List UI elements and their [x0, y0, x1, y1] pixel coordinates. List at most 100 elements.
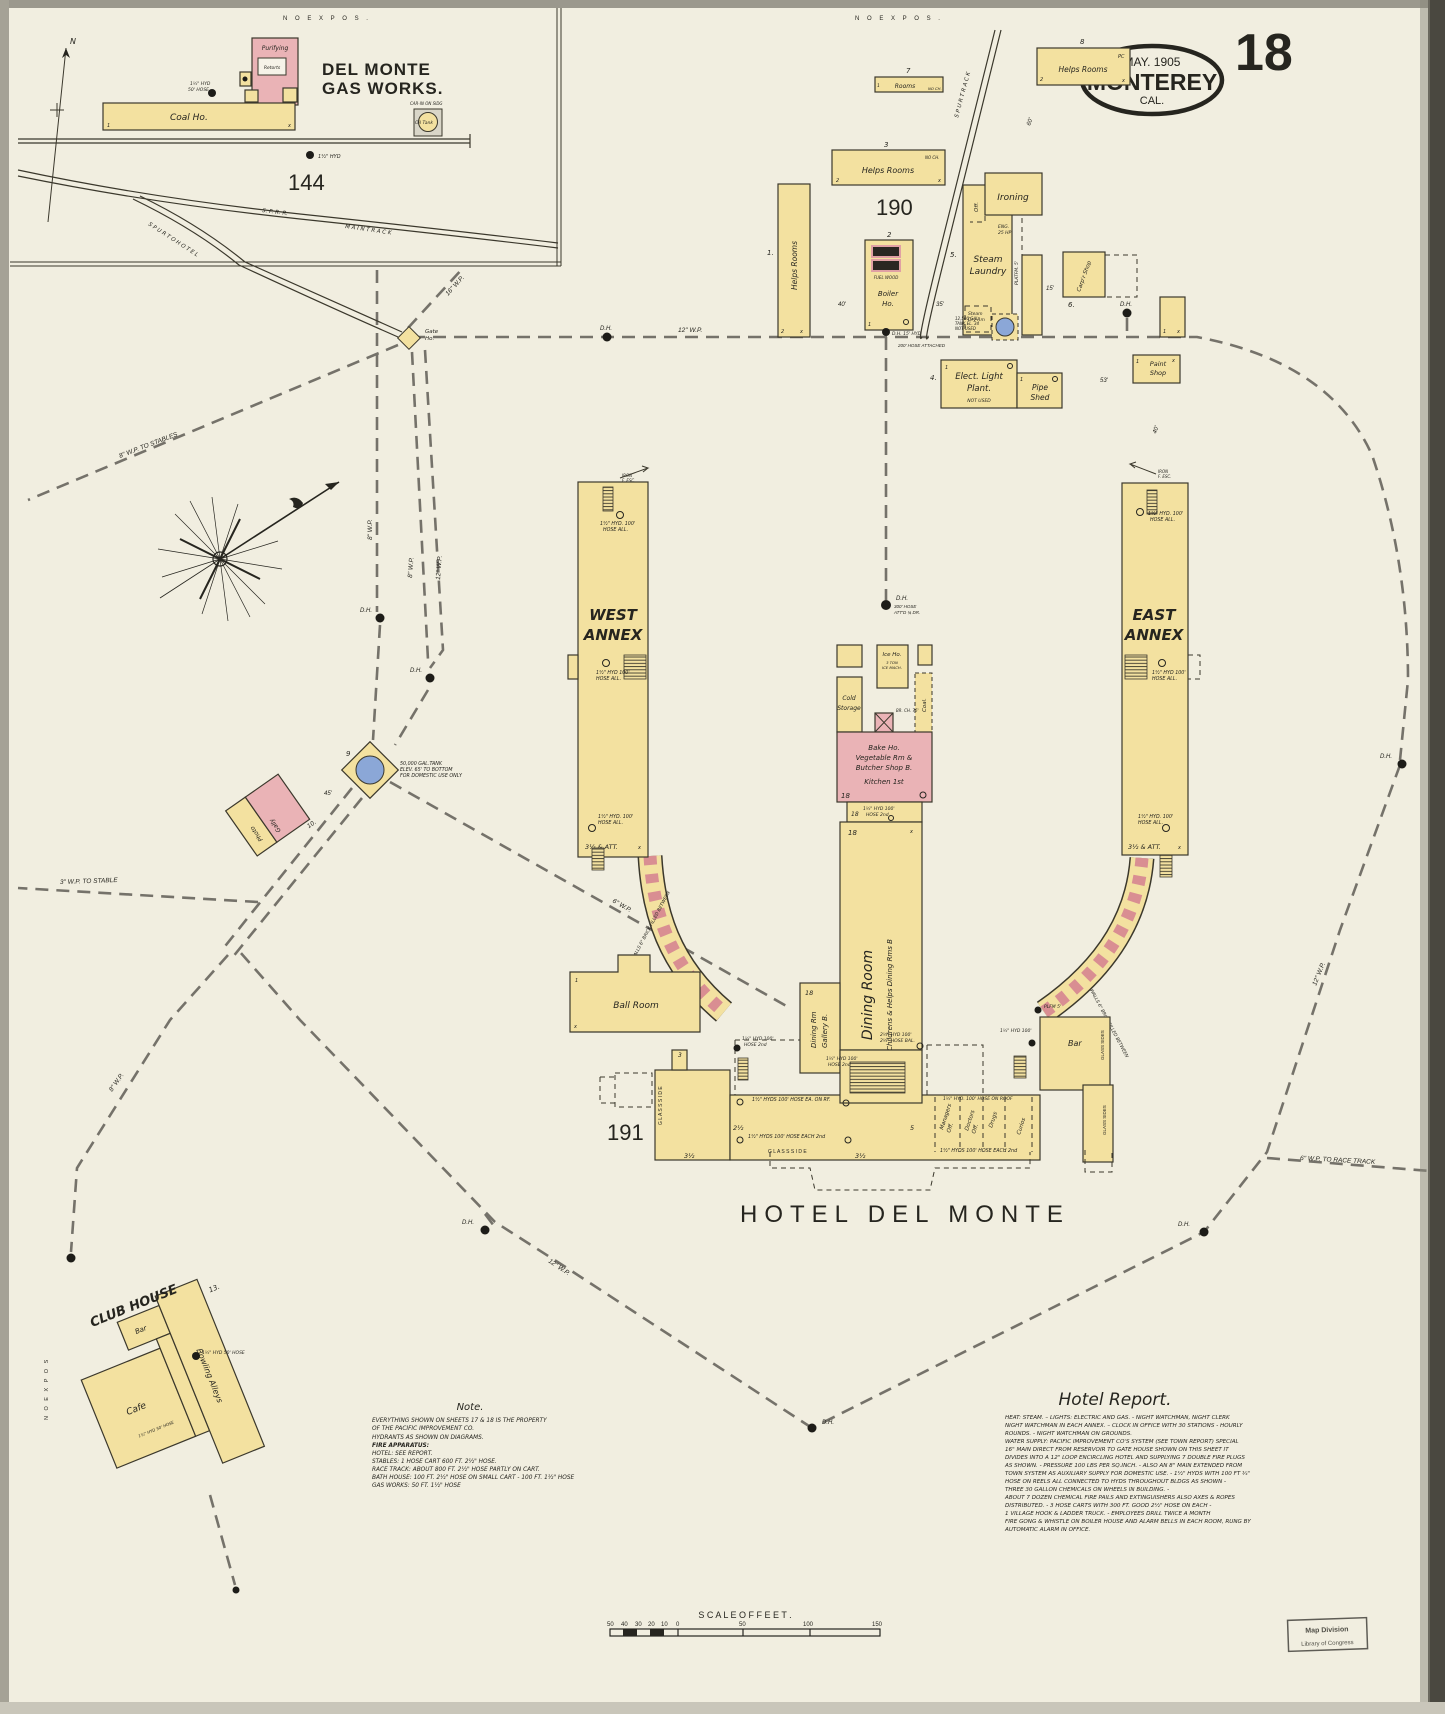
dh-label: D.H.	[600, 326, 612, 332]
dh-label: D.H.	[462, 1220, 474, 1226]
scale-tick: 40	[621, 1622, 628, 1628]
hyd-note: 1½" HYD 100'	[1152, 669, 1186, 676]
attic-note: 3½ & ATT.	[1128, 843, 1161, 851]
floor-num: 2	[1040, 77, 1043, 83]
oil-tank-note: CAR-IN ON SIDG	[410, 101, 443, 106]
floor-18: 18	[841, 792, 850, 800]
retorts-room	[257, 57, 287, 76]
title-state: CAL.	[1140, 95, 1164, 107]
hyd-note: HOSE ALL.	[1150, 517, 1175, 523]
hyd-note: 50' HOSE	[188, 87, 209, 93]
attic-note: 3½ & ATT.	[585, 843, 618, 851]
scale-tick: 10	[661, 1622, 668, 1628]
spur-track-label: S P U R T R A C K	[954, 71, 972, 118]
ice-house-label: Ice Ho.	[882, 652, 901, 658]
floor-num: 2	[781, 329, 784, 335]
dh-label: D.H.	[1178, 1222, 1190, 1228]
hyd-note: 2½" HYD 100'	[880, 1031, 912, 1038]
ball-room-label: Ball Room	[613, 1001, 659, 1011]
kitchen-building	[836, 731, 933, 803]
platform-label: PLATFM. 5'	[1014, 261, 1020, 285]
fire-escape-note: IRON	[1158, 469, 1168, 474]
retorts-label: Retorts	[264, 65, 281, 71]
dist: 35'	[936, 302, 945, 308]
floor-18: 18	[848, 829, 857, 837]
gate-house: Gate Ho.	[396, 325, 439, 351]
scale-tick: 30	[635, 1622, 642, 1628]
steam-laundry-label: Steam	[973, 255, 1002, 265]
gallery-label: Gallery B.	[821, 1014, 829, 1048]
pipe-shed: Pipe Shed 1	[1016, 372, 1063, 409]
report-line: TOWN SYSTEM AS AUXILIARY SUPPLY FOR DOME…	[1005, 1470, 1250, 1477]
tank-note: NOT USED	[955, 326, 976, 331]
hyd-note: 1½" HYD 100'	[596, 669, 630, 676]
platform-note: PLFM 5'	[1044, 1004, 1061, 1010]
no-ch-note: NO CH.	[925, 155, 939, 160]
steam-laundry: Off. Ironing ENG. 25 HP 5. Steam Laundry…	[950, 172, 1043, 336]
block-number-191: 191	[607, 1120, 644, 1145]
bldg-num: 7	[906, 67, 911, 75]
east-annex-label: ANNEX	[1124, 626, 1185, 644]
east-annex: 1½" HYD. 100' HOSE ALL. EAST ANNEX 1½" H…	[1121, 461, 1201, 878]
small-room	[917, 644, 933, 666]
dining-gallery: 18 Dining Rm Gallery B.	[799, 982, 841, 1074]
pipe-label-12wp: 12" W.P.	[678, 327, 703, 334]
note-line: STABLES: 1 HOSE CART 600 FT. 2½" HOSE.	[372, 1458, 497, 1465]
x-mark: x	[637, 845, 641, 851]
hyd-note: HOSE ALL.	[1152, 676, 1177, 682]
cold-storage-label: Storage	[837, 705, 861, 712]
tank-note: 12,500 GAL	[955, 316, 978, 321]
x-mark: x	[1177, 845, 1181, 851]
hyd-note: D.H. 15' HYD	[892, 331, 922, 337]
pipe-label-8wp-club: 8" W.P.	[108, 1072, 126, 1093]
report-line: 1 VILLAGE HOOK & LADDER TRUCK. - EMPLOYE…	[1005, 1511, 1211, 1517]
dh-label: D.H.	[896, 596, 908, 602]
hyd-note: 1½" HYD. 100'	[600, 520, 635, 527]
office-label: Off.	[974, 202, 980, 212]
curios-label: Curios	[1016, 1117, 1027, 1135]
block-number-190: 190	[876, 195, 913, 220]
boiler-house-label: Ho.	[882, 300, 894, 308]
tank-note: ELEV. 65' TO BOTTOM	[400, 767, 453, 773]
dh-label: D.H.	[1380, 754, 1392, 760]
drugs-label: Drugs	[988, 1111, 999, 1129]
inset-title-line1: DEL MONTE	[322, 60, 431, 79]
dry-room-label: Steam	[968, 311, 983, 317]
gate-house-label: Gate	[425, 329, 439, 335]
scale-tick: 50	[607, 1622, 614, 1628]
note-line: RACE TRACK: ABOUT 800 FT. 2½" HOSE PARTL…	[372, 1466, 540, 1473]
scale-tick: 20	[648, 1622, 655, 1628]
hyd-note: 1½" HYD. 100'	[598, 813, 633, 820]
dh-label: D.H.	[360, 608, 372, 614]
dh-label: D.H.	[822, 1420, 834, 1426]
spur-road	[238, 261, 403, 338]
helps-rooms-label: Helps Rooms	[1059, 65, 1108, 74]
pipe-label-8wp-pair: 8" W.P.	[407, 557, 415, 578]
dining-room: 18 x Dining Room Childrens & Helps Dinin…	[839, 821, 923, 1051]
steam-laundry-label: Laundry	[970, 267, 1007, 277]
distance-labels: 40' 35' 53' 60' 40' 45' 15'	[324, 116, 1161, 797]
bldg-num: 6.	[1068, 301, 1075, 309]
paint-shop-label: Paint	[1150, 360, 1167, 368]
dist: 15'	[1046, 286, 1055, 292]
hose-attached-note: 200' HOSE ATTACHED	[897, 343, 946, 348]
helps-rooms-label: Helps Rooms	[862, 166, 914, 175]
water-tank-50000: 9 50,000 GAL.TANK ELEV. 65' TO BOTTOM FO…	[340, 740, 463, 800]
note-line: OF THE PACIFIC IMPROVEMENT CO.	[372, 1426, 474, 1432]
report-line: HOSE ON REELS ALL CONNECTED TO HYDS THRO…	[1005, 1479, 1226, 1485]
report-line: AS SHOWN. - PRESSURE 100 LBS PER SQ.INCH…	[1004, 1463, 1242, 1469]
dist: 40'	[838, 302, 847, 308]
pipe-shed-label: Pipe	[1032, 383, 1048, 392]
floor-num: 2	[836, 178, 839, 184]
hyd-note: 1½" HYD 100'	[1000, 1027, 1032, 1034]
x-mark: x	[1176, 329, 1180, 335]
note-line: EVERYTHING SHOWN ON SHEETS 17 & 18 IS TH…	[372, 1418, 547, 1424]
gas-works-inset: N O E X P O S . N Purifying Retorts DEL …	[10, 8, 562, 267]
note-line: FIRE APPARATUS:	[372, 1443, 429, 1449]
kitchen-label: Butcher Shop B.	[856, 764, 913, 772]
report-line: WATER SUPPLY: PACIFIC IMPROVEMENT CO'S S…	[1005, 1439, 1239, 1445]
railroad-main-track	[17, 134, 559, 266]
report-line: DIVIDES INTO A 12" LOOP ENCIRCLING HOTEL…	[1005, 1455, 1245, 1461]
carpenter-shop: Carp'r Shop 6.	[1062, 251, 1138, 309]
scale-title: S C A L E O F F E E T .	[698, 1610, 791, 1620]
